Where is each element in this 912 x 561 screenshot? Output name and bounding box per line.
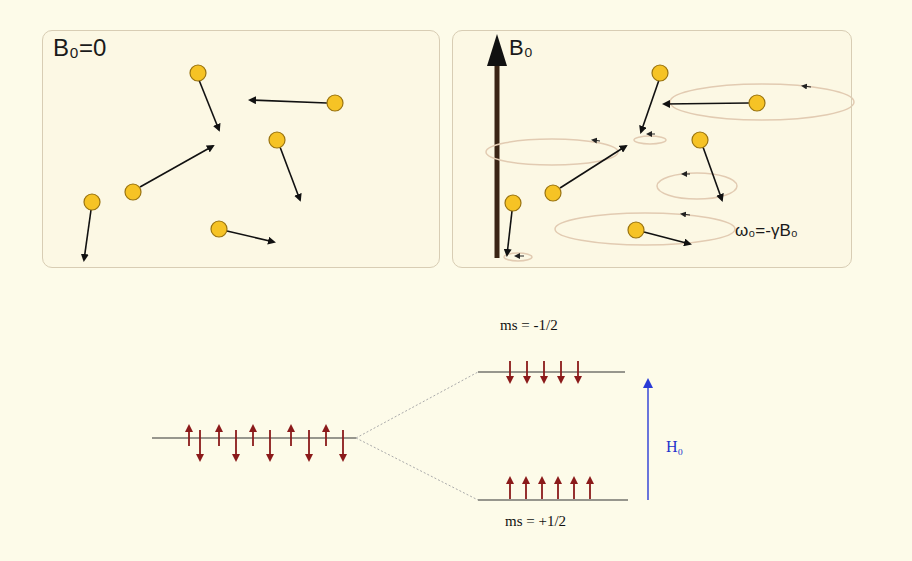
illustration-part: [682, 214, 690, 215]
spin-particles: [505, 65, 765, 238]
illustration-part: [573, 478, 575, 499]
illustration-part: [190, 65, 206, 81]
illustration-part: [516, 256, 524, 257]
panel-box: B₀=0: [42, 30, 440, 268]
illustration-part: [657, 173, 737, 199]
illustration-part: [509, 361, 511, 382]
illustration-part: [543, 361, 545, 382]
illustration-part: [290, 426, 292, 446]
illustration-part: [478, 371, 625, 372]
illustration-part: [703, 147, 722, 200]
illustration-part: [628, 222, 644, 238]
energy-levels: [152, 372, 628, 500]
illustration-part: [692, 132, 708, 148]
illustration-part: [541, 478, 543, 499]
illustration-part: [356, 372, 478, 438]
illustration-part: [227, 231, 274, 242]
field-strength-arrow: [647, 380, 648, 500]
field-label: B₀: [509, 35, 533, 60]
illustration-part: [593, 140, 600, 141]
illustration-part: [218, 426, 220, 446]
illustration-part: [652, 65, 668, 81]
panel-fill: [452, 30, 852, 268]
illustration-part: [507, 211, 512, 255]
illustration-part: [486, 139, 618, 165]
panel-fill: [42, 30, 440, 268]
illustration-part: [664, 103, 749, 104]
illustration-part: [749, 95, 765, 111]
illustration-part: [199, 430, 201, 460]
illustration-part: [199, 80, 219, 130]
illustration-part: [280, 147, 300, 200]
illustration-part: [577, 361, 579, 382]
spin-state-label: ms = +1/2: [505, 513, 566, 530]
illustration-part: [560, 146, 626, 188]
illustration-part: [634, 136, 666, 144]
spin-vectors: [84, 80, 327, 260]
illustration-part: [644, 232, 690, 244]
panel-box: B₀ ω₀=-γB₀: [452, 30, 852, 268]
illustration-part: [478, 499, 628, 500]
illustration-part: [235, 430, 237, 460]
illustration-part: [252, 426, 254, 446]
illustration-part: [504, 253, 532, 261]
panel-title: B₀=0: [53, 34, 106, 62]
illustration-part: [505, 195, 521, 211]
illustration-part: [250, 100, 327, 103]
spin-state-arrows: [189, 361, 590, 499]
illustration-part: [560, 361, 562, 382]
precession-orbits: [486, 84, 854, 261]
splitting-lines: [356, 372, 478, 500]
illustration-part: [641, 80, 659, 132]
illustration-part: [525, 478, 527, 499]
illustration-part: [211, 221, 227, 237]
spin-vectors: [507, 80, 749, 255]
field-arrowhead: [487, 34, 507, 66]
illustration-part: [356, 438, 478, 500]
illustration-part: [342, 430, 344, 460]
illustration-part: [803, 86, 811, 87]
illustration-part: [670, 84, 854, 120]
illustration-part: [589, 478, 591, 499]
illustration-part: [325, 426, 327, 446]
spin-state-label: ms = -1/2: [500, 317, 558, 334]
illustration-part: [140, 146, 213, 187]
illustration-part: [84, 194, 100, 210]
illustration-part: [683, 174, 690, 175]
illustration-part: [557, 478, 559, 499]
illustration-part: [526, 361, 528, 382]
illustration-part: [269, 132, 285, 148]
illustration-part: [555, 213, 735, 245]
larmor-formula: ω₀=-γB₀: [735, 221, 798, 241]
illustration-part: [188, 426, 190, 446]
illustration-part: [648, 134, 655, 135]
illustration-part: [84, 210, 91, 260]
field-label: H₀: [666, 438, 683, 456]
illustration-part: [269, 430, 271, 460]
illustration-part: [545, 185, 561, 201]
illustration-part: [308, 430, 310, 460]
illustration-part: [509, 478, 511, 499]
precession-direction: [516, 86, 811, 256]
illustration-part: [125, 184, 141, 200]
illustration-part: [327, 95, 343, 111]
spin-particles: [84, 65, 343, 237]
